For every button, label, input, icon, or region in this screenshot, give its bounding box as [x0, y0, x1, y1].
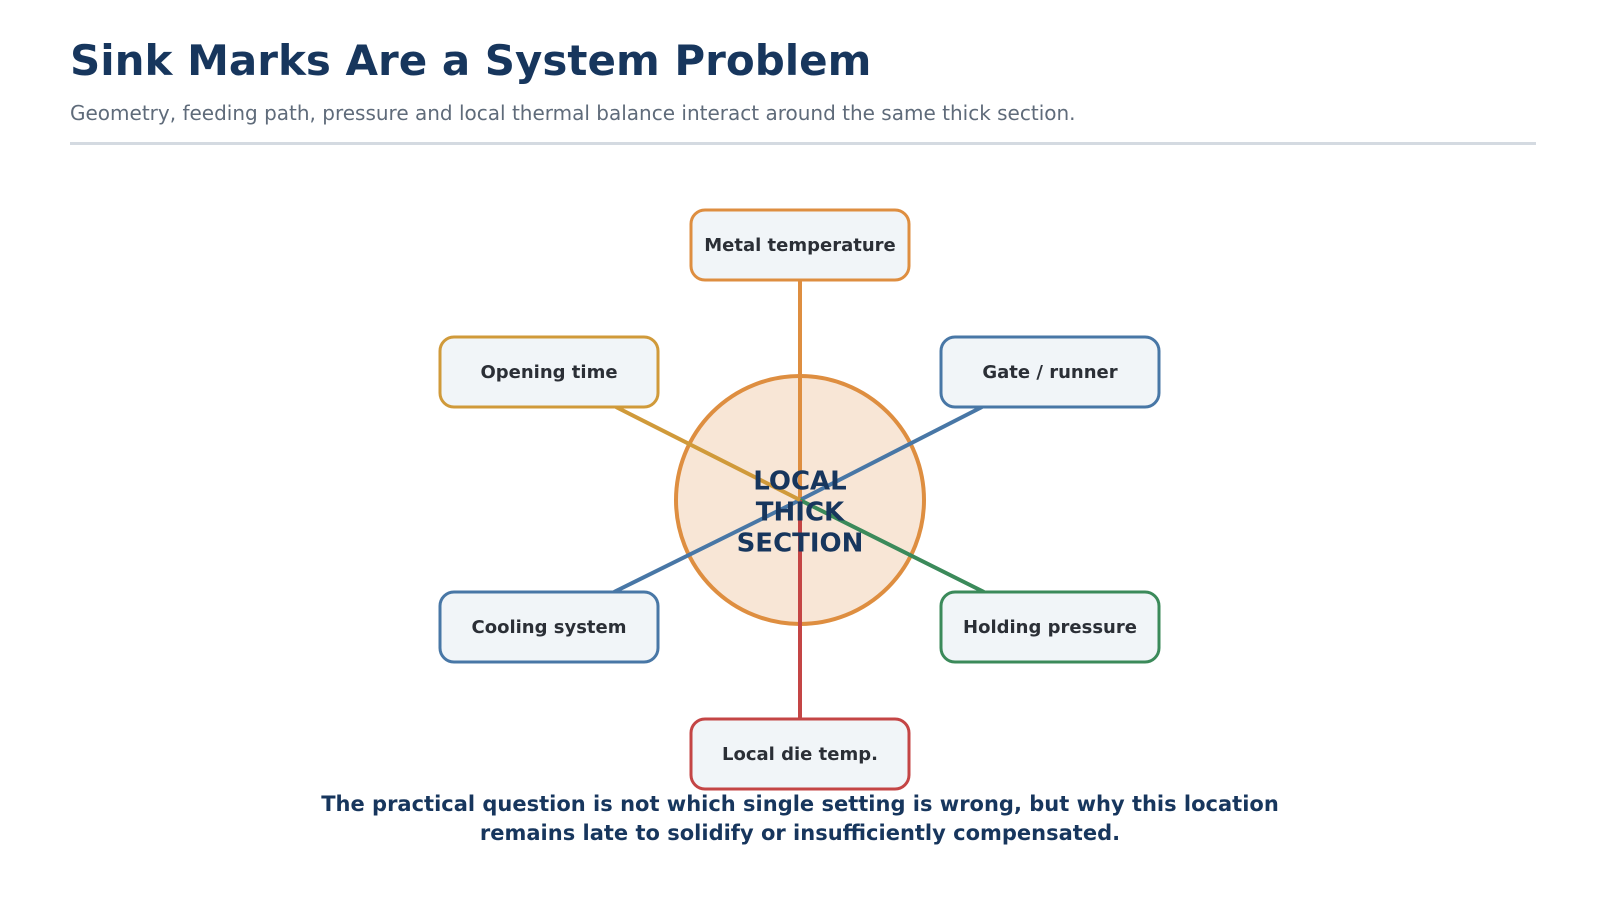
node-label-holding-pressure: Holding pressure	[963, 617, 1137, 638]
center-label-line-1: LOCAL	[753, 467, 847, 497]
connector-cooling-system	[613, 498, 801, 594]
footer-line-2: remains late to solidify or insufficient…	[479, 821, 1121, 845]
node-label-opening-time: Opening time	[480, 362, 617, 383]
node-label-metal-temperature: Metal temperature	[704, 235, 896, 256]
center-label-line-2: THICK	[756, 498, 845, 528]
node-label-local-die-temp: Local die temp.	[722, 744, 878, 765]
footer-note: The practical question is not which sing…	[300, 790, 1300, 848]
connector-opening-time	[615, 405, 801, 502]
connector-holding-pressure	[799, 498, 985, 594]
node-box-holding-pressure	[939, 590, 1161, 664]
page-title: Sink Marks Are a System Problem	[70, 36, 872, 85]
connector-gate-runner	[799, 405, 983, 502]
node-label-gate-runner: Gate / runner	[982, 362, 1117, 383]
node-label-cooling-system: Cooling system	[472, 617, 627, 638]
node-box-opening-time	[438, 335, 660, 409]
node-box-local-die-temp	[689, 717, 911, 791]
node-box-gate-runner	[939, 335, 1161, 409]
node-box-metal-temperature	[689, 208, 911, 282]
header-divider	[70, 142, 1536, 145]
node-box-cooling-system	[438, 590, 660, 664]
page-subtitle: Geometry, feeding path, pressure and loc…	[70, 101, 1076, 125]
connectors-overlay	[613, 280, 985, 719]
footer-line-1: The practical question is not which sing…	[321, 792, 1279, 816]
center-label-line-3: SECTION	[737, 529, 864, 559]
